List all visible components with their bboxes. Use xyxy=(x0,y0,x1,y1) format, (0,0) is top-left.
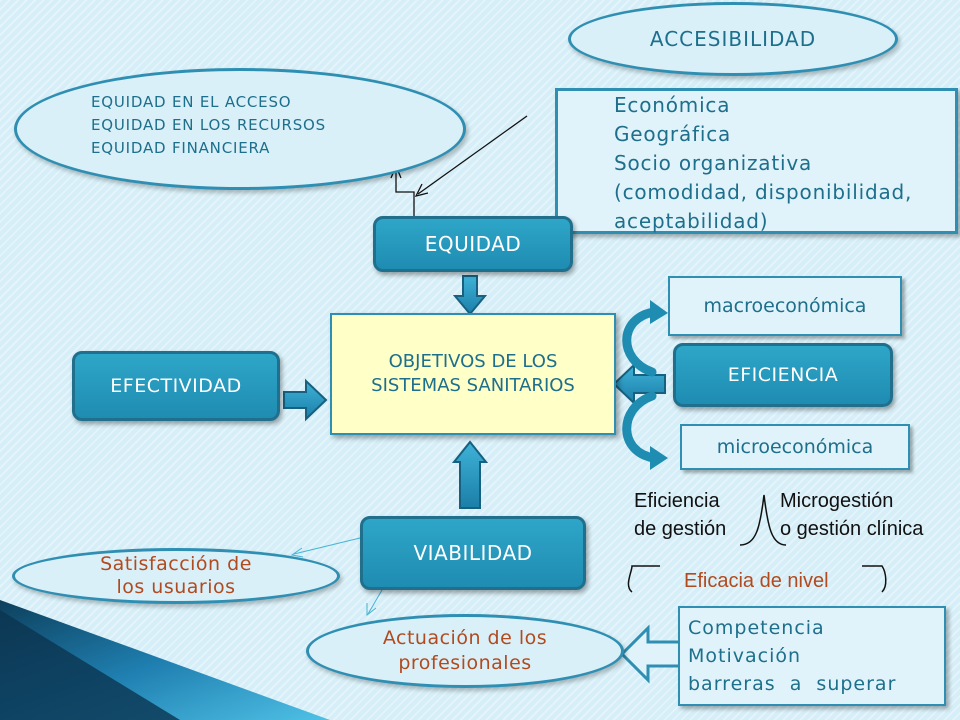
viabilidad-to-actuacion xyxy=(367,589,383,615)
accesibilidad-item-1: Económica xyxy=(614,93,731,117)
eficiencia-box: EFICIENCIA xyxy=(673,343,893,407)
accesibilidad-item-4: (comodidad, disponibilidad, xyxy=(614,180,913,204)
competencia-box: Competencia Motivación barreras a supera… xyxy=(678,606,946,706)
satisfaccion-line-1: Satisfacción de xyxy=(100,553,252,575)
macroeconomica-box: macroeconómica xyxy=(668,276,902,336)
objetivos-box: OBJETIVOS DE LOS SISTEMAS SANITARIOS xyxy=(330,313,616,435)
curved-arrow-micro-head xyxy=(650,446,668,470)
viabilidad-box: VIABILIDAD xyxy=(360,516,586,590)
arrow-left-competencia xyxy=(619,624,682,684)
eficiencia-gestion-line-1: Eficiencia xyxy=(634,490,720,512)
microeconomica-box: microeconómica xyxy=(680,424,910,470)
macroeconomica-label: macroeconómica xyxy=(703,295,867,317)
accesibilidad-item-3: Socio organizativa xyxy=(614,151,813,175)
accesibilidad-connector xyxy=(417,115,528,195)
satisfaccion-ellipse: Satisfacción de los usuarios xyxy=(12,548,340,604)
viabilidad-to-satisfaccion-head xyxy=(290,547,304,558)
equidad-box: EQUIDAD xyxy=(373,216,573,272)
satisfaccion-line-2: los usuarios xyxy=(116,576,236,598)
accesibilidad-connector-arrowhead xyxy=(414,183,429,197)
arrow-right-efectividad xyxy=(283,378,328,422)
viabilidad-label: VIABILIDAD xyxy=(413,541,533,565)
viabilidad-to-actuacion-head xyxy=(366,603,377,617)
curved-arrow-micro xyxy=(622,391,659,463)
accesibilidad-item-2: Geográfica xyxy=(614,122,732,146)
eficiencia-label: EFICIENCIA xyxy=(727,364,839,386)
eficiencia-gestion-line-2: de gestión xyxy=(634,518,727,540)
eficiencia-gestion-text: Eficiencia de gestión xyxy=(634,487,726,543)
accesibilidad-item-5: aceptabilidad) xyxy=(614,209,769,233)
equidad-ellipse-line-3: EQUIDAD FINANCIERA xyxy=(91,139,271,157)
microgestion-line-2: o gestión clínica xyxy=(780,518,924,540)
efectividad-label: EFECTIVIDAD xyxy=(110,375,242,397)
equidad-ellipse-line-2: EQUIDAD EN LOS RECURSOS xyxy=(91,116,326,134)
microgestion-line-1: Microgestión xyxy=(780,490,894,512)
actuacion-line-1: Actuación de los xyxy=(382,627,548,649)
accesibilidad-label: ACCESIBILIDAD xyxy=(649,27,817,51)
arrow-down-equidad xyxy=(452,275,488,316)
brace-right xyxy=(862,565,887,593)
curved-arrow-macro xyxy=(622,307,659,377)
equidad-ellipse: EQUIDAD EN EL ACCESO EQUIDAD EN LOS RECU… xyxy=(14,68,466,190)
brace-center xyxy=(739,494,787,546)
decorative-wedge-dark xyxy=(0,610,180,720)
equidad-label: EQUIDAD xyxy=(424,232,522,256)
competencia-item-3: barreras a superar xyxy=(688,673,897,695)
arrow-up-viabilidad xyxy=(451,440,489,509)
equidad-ellipse-line-1: EQUIDAD EN EL ACCESO xyxy=(91,93,292,111)
brace-left xyxy=(627,565,660,593)
equidad-to-ellipse-connector xyxy=(395,170,415,220)
microeconomica-label: microeconómica xyxy=(716,436,874,458)
viabilidad-to-satisfaccion xyxy=(293,537,361,555)
competencia-item-2: Motivación xyxy=(688,645,802,667)
objetivos-line-1: OBJETIVOS DE LOS xyxy=(388,351,558,372)
curved-arrow-macro-head xyxy=(650,300,668,324)
accesibilidad-ellipse: ACCESIBILIDAD xyxy=(568,2,898,76)
actuacion-line-2: profesionales xyxy=(398,652,532,674)
eficacia-nivel-text: Eficacia de nivel xyxy=(684,570,829,592)
objetivos-line-2: SISTEMAS SANITARIOS xyxy=(371,375,575,396)
actuacion-ellipse: Actuación de los profesionales xyxy=(306,614,624,688)
arrow-left-eficiencia xyxy=(612,362,666,406)
microgestion-text: Microgestión o gestión clínica xyxy=(780,487,923,543)
accesibilidad-detail-box: Económica Geográfica Socio organizativa … xyxy=(555,88,958,234)
competencia-item-1: Competencia xyxy=(688,617,825,639)
efectividad-box: EFECTIVIDAD xyxy=(72,351,280,421)
